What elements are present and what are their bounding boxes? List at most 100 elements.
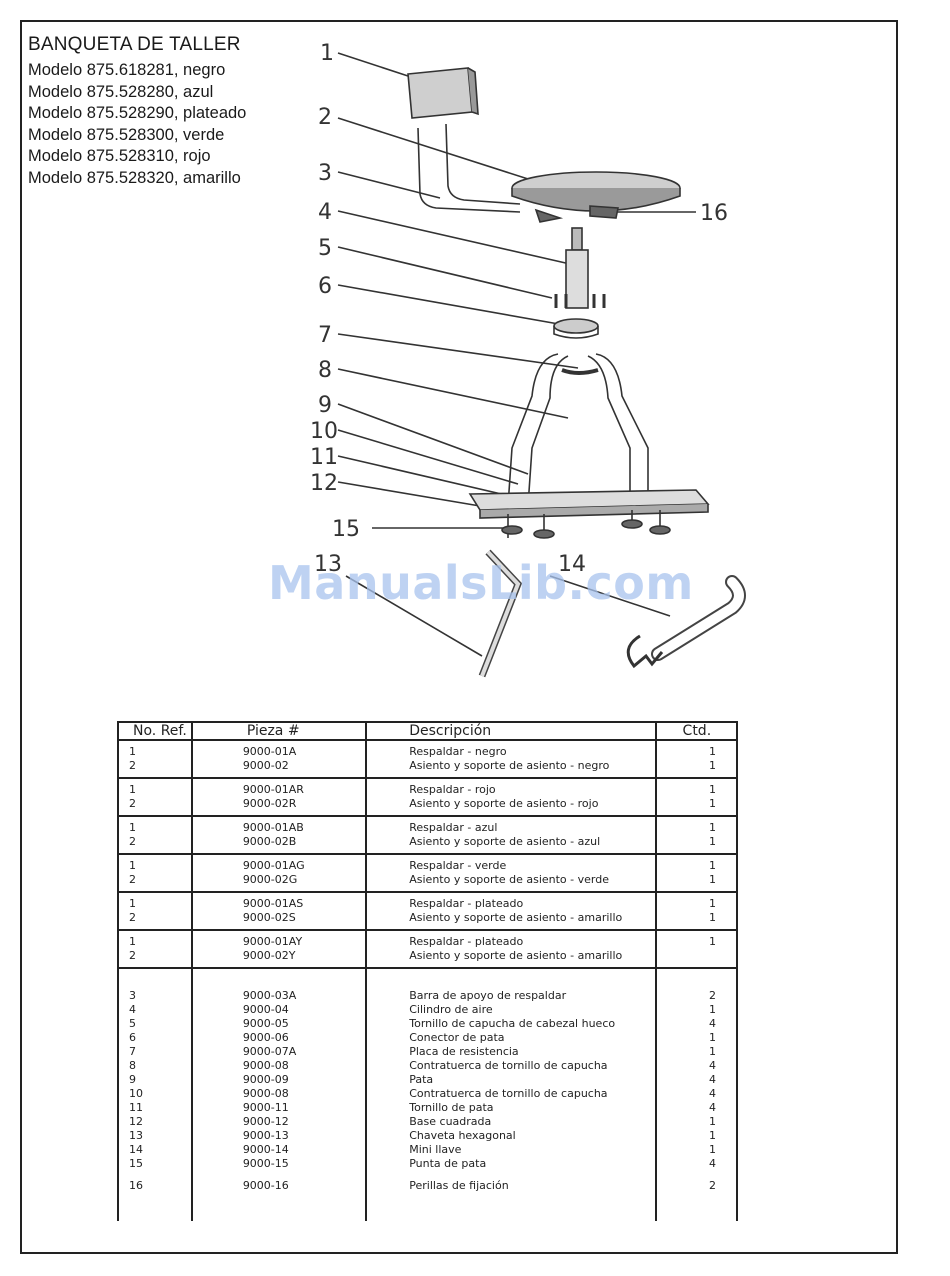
ref-number: 16 [129, 1179, 143, 1192]
part-description: Respaldar - azul [409, 821, 498, 834]
ref-number: 2 [129, 949, 136, 962]
quantity: 1 [709, 821, 716, 834]
part-number: 9000-01AS [242, 897, 304, 910]
table-header-row: No. Ref. Pieza # Descripción Ctd. [117, 721, 739, 741]
quantity: 1 [709, 759, 716, 772]
quantity: 1 [709, 911, 716, 924]
quantity: 1 [709, 1143, 716, 1156]
part-number: 9000-14 [242, 1143, 289, 1156]
part-description: Respaldar - verde [409, 859, 507, 872]
quantity: 1 [709, 873, 716, 886]
part-description: Barra de apoyo de respaldar [409, 989, 567, 1002]
part-description: Respaldar - plateado [409, 897, 524, 910]
quantity [657, 949, 736, 963]
ref-number: 1 [129, 821, 136, 834]
title-block: BANQUETA DE TALLER Modelo 875.618281, ne… [28, 34, 328, 190]
quantity: 4 [709, 1157, 716, 1170]
watermark: ManualsLib.com [268, 556, 694, 610]
part-number: 9000-05 [242, 1017, 289, 1030]
ref-number: 10 [129, 1087, 143, 1100]
quantity: 2 [709, 989, 716, 1002]
part-number: 9000-09 [242, 1073, 289, 1086]
part-number: 9000-03A [242, 989, 297, 1002]
quantity: 1 [709, 897, 716, 910]
quantity: 1 [709, 1031, 716, 1044]
part-description: Base cuadrada [409, 1115, 492, 1128]
ref-number: 6 [129, 1031, 136, 1044]
part-number: 9000-01AG [242, 859, 305, 872]
col-header-ref: No. Ref. [117, 721, 193, 741]
quantity: 1 [709, 797, 716, 810]
callout-label: 8 [318, 358, 332, 383]
part-description: Asiento y soporte de asiento - amarillo [409, 949, 623, 962]
part-description: Tornillo de pata [409, 1101, 494, 1114]
ref-number: 1 [129, 935, 136, 948]
part-description: Contratuerca de tornillo de capucha [409, 1059, 608, 1072]
part-number: 9000-08 [242, 1087, 289, 1100]
quantity: 4 [709, 1073, 716, 1086]
part-description: Mini llave [409, 1143, 462, 1156]
part-number: 9000-16 [242, 1179, 289, 1192]
part-description: Respaldar - rojo [409, 783, 496, 796]
part-description: Asiento y soporte de asiento - rojo [409, 797, 599, 810]
callout-label: 2 [318, 105, 332, 130]
part-description: Chaveta hexagonal [409, 1129, 516, 1142]
part-description: Contratuerca de tornillo de capucha [409, 1087, 608, 1100]
ref-number: 9 [129, 1073, 136, 1086]
part-description: Respaldar - negro [409, 745, 507, 758]
callout-label: 5 [318, 236, 332, 261]
ref-number: 1 [129, 897, 136, 910]
part-description: Respaldar - plateado [409, 935, 524, 948]
part-number: 9000-11 [242, 1101, 289, 1114]
ref-number: 2 [129, 797, 136, 810]
ref-number: 2 [129, 835, 136, 848]
callout-label: 1 [320, 41, 334, 66]
part-number: 9000-12 [242, 1115, 289, 1128]
part-number: 9000-02Y [242, 949, 296, 962]
part-number: 9000-02R [242, 797, 297, 810]
part-number: 9000-01AR [242, 783, 304, 796]
quantity: 1 [709, 783, 716, 796]
callout-label: 6 [318, 274, 332, 299]
part-description: Pata [409, 1073, 434, 1086]
callout-label: 12 [310, 471, 338, 496]
page-border [20, 20, 898, 1254]
part-description: Asiento y soporte de asiento - verde [409, 873, 609, 886]
part-description: Asiento y soporte de asiento - amarillo [409, 911, 623, 924]
part-description: Perillas de fijación [409, 1179, 509, 1192]
part-description: Cilindro de aire [409, 1003, 493, 1016]
col-header-description: Descripción [365, 721, 657, 741]
model-line: Modelo 875.618281, negro [28, 61, 226, 79]
quantity: 4 [709, 1017, 716, 1030]
ref-number: 2 [129, 911, 136, 924]
quantity: 1 [709, 835, 716, 848]
quantity: 2 [709, 1179, 716, 1192]
quantity: 1 [709, 1129, 716, 1142]
quantity: 4 [709, 1101, 716, 1114]
quantity: 1 [709, 1115, 716, 1128]
ref-number: 8 [129, 1059, 136, 1072]
col-header-part: Pieza # [190, 721, 368, 741]
part-number: 9000-01AB [242, 821, 304, 834]
part-number: 9000-08 [242, 1059, 289, 1072]
part-number: 9000-02S [242, 911, 296, 924]
model-line: Modelo 875.528300, verde [28, 125, 225, 144]
part-number: 9000-01A [242, 745, 297, 758]
quantity: 1 [709, 1003, 716, 1016]
ref-number: 13 [129, 1129, 143, 1142]
part-number: 9000-04 [242, 1003, 289, 1016]
ref-number: 1 [129, 745, 136, 758]
quantity: 4 [709, 1087, 716, 1100]
exploded-parts-diagram: 1 2 3 4 5 6 7 8 9 10 11 12 15 13 14 16 [310, 41, 746, 678]
callout-label: 7 [318, 323, 332, 348]
model-line: Modelo 875.528290, plateado [28, 104, 247, 123]
part-number: 9000-15 [242, 1157, 289, 1170]
part-description: Placa de resistencia [409, 1045, 519, 1058]
ref-number: 3 [129, 989, 136, 1002]
part-description: Punta de pata [409, 1157, 487, 1170]
callout-label: 11 [310, 445, 338, 470]
